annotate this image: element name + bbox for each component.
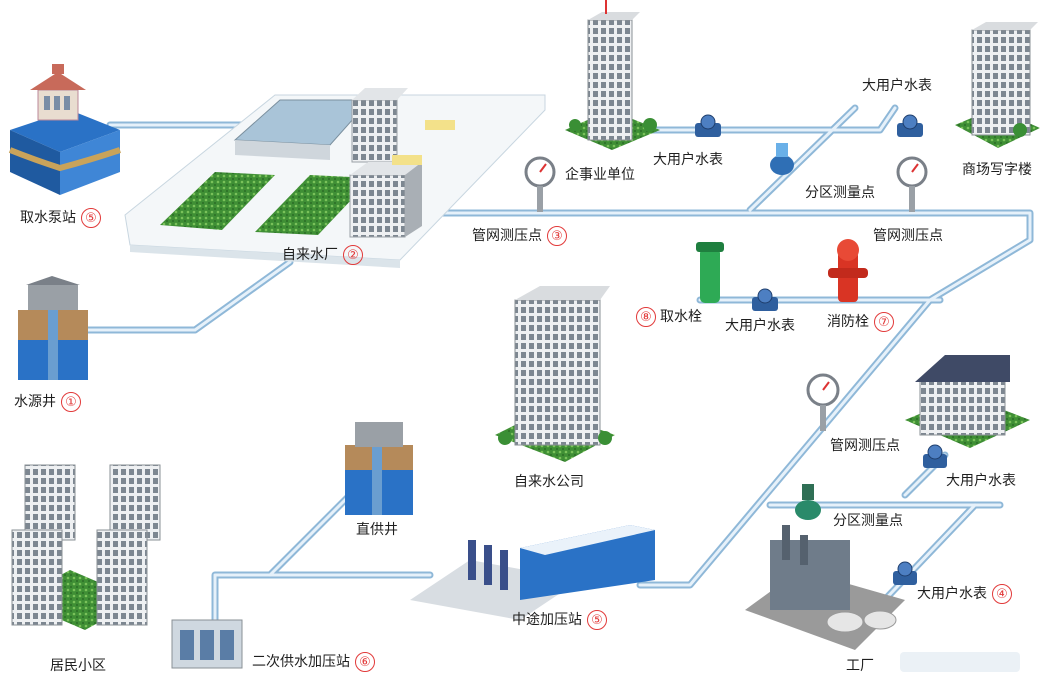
commercial-building xyxy=(955,22,1040,148)
label-big-meter-3: 大用户水表 xyxy=(725,318,795,334)
label-residential: 居民小区 xyxy=(50,658,106,674)
label-zone-meter-1: 分区测量点 xyxy=(805,185,875,201)
fire-hydrant-illustration xyxy=(828,239,868,302)
water-source-well-illustration xyxy=(18,276,88,380)
direct-supply-well-illustration xyxy=(345,422,413,515)
pipe-network xyxy=(76,104,1034,664)
meter-icons xyxy=(695,114,947,585)
villa-building xyxy=(905,355,1030,448)
watermark-blur xyxy=(900,652,1020,672)
label-big-meter-2: 大用户水表 xyxy=(862,78,932,94)
label-enterprise: 企事业单位 xyxy=(565,167,635,183)
label-water-company: 自来水公司 xyxy=(514,474,584,490)
intake-pump-station-illustration xyxy=(8,64,121,195)
label-factory: 工厂 xyxy=(846,658,874,674)
enterprise-building xyxy=(565,0,660,150)
water-company-building xyxy=(495,286,615,462)
pressure-gauges xyxy=(524,156,928,431)
label-direct-well: 直供井 xyxy=(356,522,398,538)
water-intake-hydrant xyxy=(696,242,724,303)
waterworks-illustration xyxy=(124,88,546,268)
label-zone-meter-2: 分区测量点 xyxy=(833,513,903,529)
label-big-meter-4: 大用户水表 xyxy=(946,473,1016,489)
midway-booster-illustration xyxy=(410,525,655,620)
residential-buildings xyxy=(11,464,161,630)
label-big-meter-1: 大用户水表 xyxy=(653,152,723,168)
factory-illustration xyxy=(745,525,905,650)
label-commercial: 商场写字楼 xyxy=(962,162,1032,178)
label-pressure-point-4: 管网测压点 xyxy=(830,438,900,454)
secondary-booster-illustration xyxy=(171,619,243,669)
label-pressure-point-2: 管网测压点 xyxy=(873,228,943,244)
